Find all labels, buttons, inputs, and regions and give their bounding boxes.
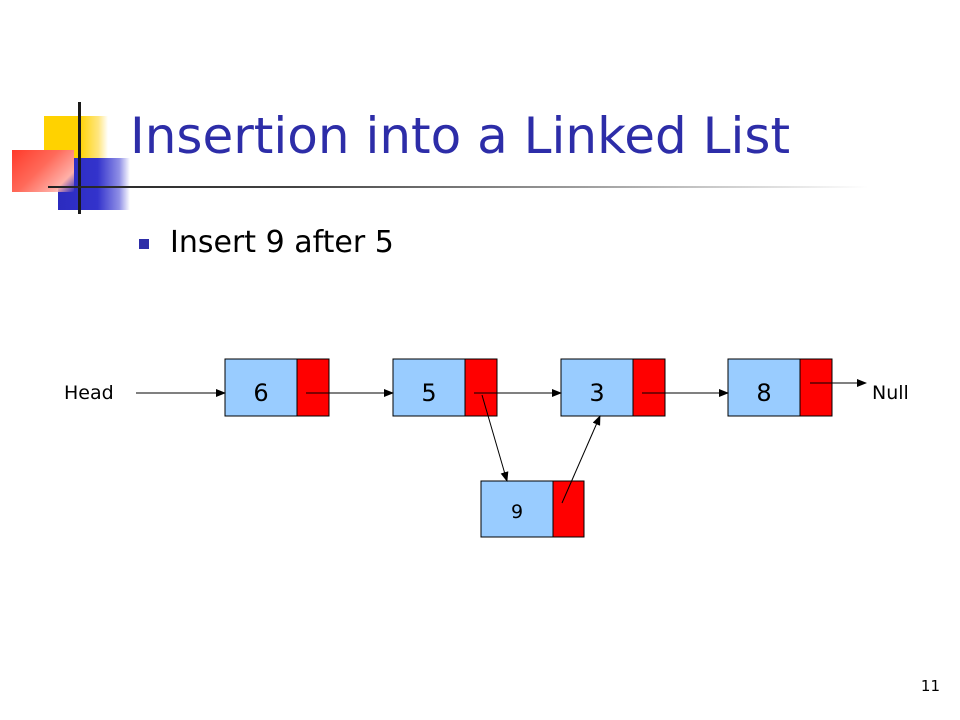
list-node-9: 9 xyxy=(480,480,585,538)
decor-red-square xyxy=(12,150,74,192)
list-node-8: 8 xyxy=(727,358,833,417)
node-pointer-cell xyxy=(464,358,498,417)
node-value: 6 xyxy=(253,379,268,407)
node-data-cell xyxy=(480,480,554,538)
node-data-cell xyxy=(224,358,298,417)
node-data-cell xyxy=(392,358,466,417)
node-value: 8 xyxy=(756,379,771,407)
list-node-3: 3 xyxy=(560,358,666,417)
arrow-9-to-3 xyxy=(561,415,601,504)
node-pointer-cell xyxy=(296,358,330,417)
arrow-5-to-9 xyxy=(481,394,509,482)
list-node-5: 5 xyxy=(392,358,498,417)
node-pointer-cell xyxy=(799,358,833,417)
node-value: 9 xyxy=(511,501,523,523)
node-pointer-cell xyxy=(552,480,585,538)
bullet-marker xyxy=(139,239,149,249)
node-data-cell xyxy=(727,358,801,417)
page-number: 11 xyxy=(920,677,940,695)
decor-vertical-line xyxy=(78,102,81,214)
bullet-text: Insert 9 after 5 xyxy=(170,225,394,260)
node-value: 5 xyxy=(421,379,436,407)
title-underline xyxy=(48,186,868,188)
slide-title: Insertion into a Linked List xyxy=(130,107,791,165)
node-pointer-cell xyxy=(632,358,666,417)
null-label: Null xyxy=(872,382,909,404)
list-node-6: 6 xyxy=(224,358,330,417)
node-value: 3 xyxy=(589,379,604,407)
head-label: Head xyxy=(64,382,114,404)
